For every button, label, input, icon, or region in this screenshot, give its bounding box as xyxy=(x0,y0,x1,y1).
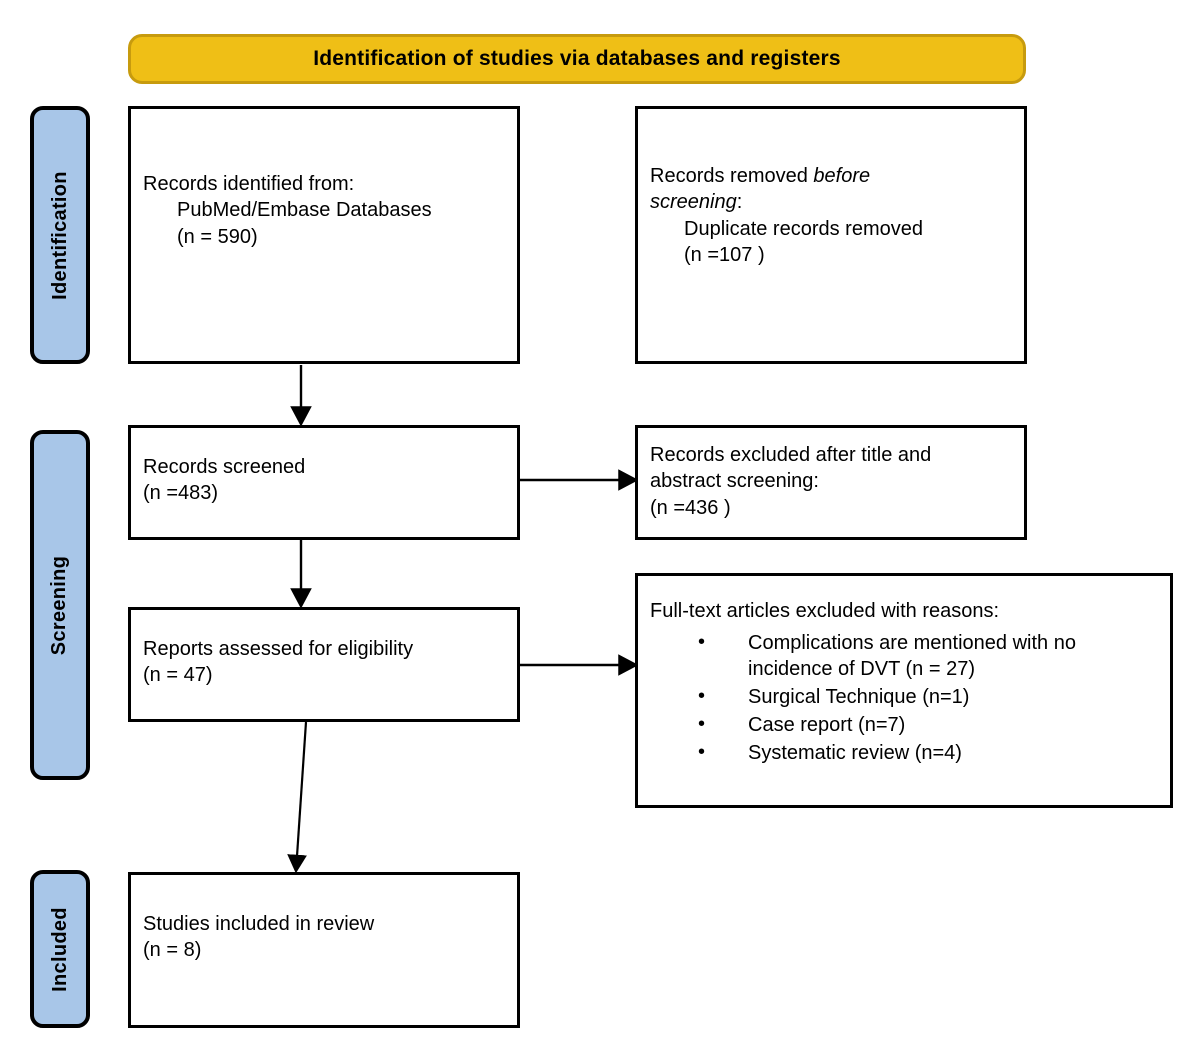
reason-text-2: Surgical Technique (n=1) xyxy=(748,686,970,709)
box-records-removed: Records removed before screening: Duplic… xyxy=(635,106,1027,364)
box-fulltext-excluded: Full-text articles excluded with reasons… xyxy=(635,573,1173,808)
records-removed-colon: : xyxy=(736,191,743,214)
fulltext-excluded-heading: Full-text articles excluded with reasons… xyxy=(650,600,1000,622)
records-removed-count: (n =107 ) xyxy=(684,244,765,267)
records-removed-italic-before: before xyxy=(813,165,871,187)
reason-text-1: Complications are mentioned with no inci… xyxy=(748,632,1076,681)
reports-assessed-line-1: Reports assessed for eligibility xyxy=(143,638,414,660)
records-screened-count: (n =483) xyxy=(143,482,219,505)
stage-label-identification-text: Identification xyxy=(48,170,71,300)
studies-included-line-1: Studies included in review xyxy=(143,913,375,935)
box-records-screened: Records screened (n =483) xyxy=(128,425,520,540)
list-item: Systematic review (n=4) xyxy=(672,739,1158,766)
list-item: Case report (n=7) xyxy=(672,711,1158,738)
box-records-identified: Records identified from: PubMed/Embase D… xyxy=(128,106,520,364)
stage-label-screening-text: Screening xyxy=(48,555,71,655)
fulltext-excluded-reason-list: Complications are mentioned with no inci… xyxy=(650,629,1158,768)
phase-banner-identification: Identification of studies via databases … xyxy=(128,34,1026,84)
stage-label-screening: Screening xyxy=(30,430,90,780)
phase-banner-label: Identification of studies via databases … xyxy=(313,47,841,70)
records-excluded-count: (n =436 ) xyxy=(650,496,731,519)
stage-label-identification: Identification xyxy=(30,106,90,364)
records-removed-line-3: Duplicate records removed xyxy=(684,217,923,240)
records-excluded-line-2: abstract screening: xyxy=(650,470,819,493)
reason-text-3: Case report (n=7) xyxy=(748,714,906,737)
list-item: Complications are mentioned with no inci… xyxy=(672,629,1158,682)
records-identified-line-2: PubMed/Embase Databases xyxy=(177,199,432,222)
box-studies-included: Studies included in review (n = 8) xyxy=(128,872,520,1028)
box-records-excluded: Records excluded after title and abstrac… xyxy=(635,425,1027,540)
stage-label-included: Included xyxy=(30,870,90,1028)
records-identified-line-1: Records identified from: xyxy=(143,173,355,195)
records-removed-line-1: Records removed before xyxy=(650,163,1012,189)
arrow-assessed-to-included xyxy=(287,721,308,874)
reason-text-4: Systematic review (n=4) xyxy=(748,742,962,765)
records-identified-count: (n = 590) xyxy=(177,225,258,248)
list-item: Surgical Technique (n=1) xyxy=(672,683,1158,710)
records-removed-italic-screening: screening xyxy=(650,191,737,214)
records-removed-line-2: screening: xyxy=(650,189,1012,215)
records-removed-prefix: Records removed xyxy=(650,165,814,187)
records-screened-line-1: Records screened xyxy=(143,456,306,478)
box-reports-assessed: Reports assessed for eligibility (n = 47… xyxy=(128,607,520,722)
reports-assessed-count: (n = 47) xyxy=(143,664,213,687)
studies-included-count: (n = 8) xyxy=(143,939,202,962)
records-excluded-line-1: Records excluded after title and xyxy=(650,444,932,466)
stage-label-included-text: Included xyxy=(48,906,71,992)
